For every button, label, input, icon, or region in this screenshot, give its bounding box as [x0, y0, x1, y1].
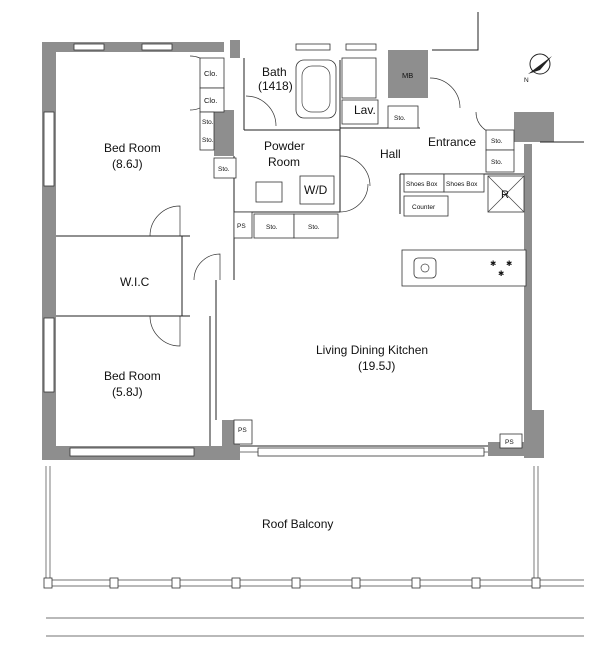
- wd-label: W/D: [304, 183, 328, 197]
- mb-label: MB: [402, 71, 413, 80]
- bed1-name: Bed Room: [104, 141, 161, 155]
- svg-text:✱: ✱: [506, 259, 513, 268]
- shoes1-label: Shoes Box: [406, 181, 438, 188]
- sto-v1-label: Sto.: [202, 119, 214, 126]
- clo2-label: Clo.: [204, 96, 217, 105]
- bathtub: [295, 59, 337, 119]
- svg-text:✱: ✱: [490, 259, 497, 268]
- powder-line2: Room: [268, 155, 300, 169]
- north-arrow-icon: N: [524, 53, 552, 84]
- balcony-label: Roof Balcony: [262, 517, 333, 531]
- shoes2-label: Shoes Box: [446, 181, 478, 188]
- roof-balcony-rail: [43, 466, 584, 637]
- sto-pw1-label: Sto.: [266, 224, 278, 231]
- bath-size: (1418): [258, 79, 293, 93]
- sto-ent2-label: Sto.: [491, 159, 503, 166]
- lav-label: Lav.: [354, 103, 376, 117]
- sto-v2-label: Sto.: [202, 137, 214, 144]
- sto-ent1-label: Sto.: [491, 138, 503, 145]
- ldk-name: Living Dining Kitchen: [316, 343, 428, 357]
- clo1-label: Clo.: [204, 69, 217, 78]
- sto-bed-label: Sto.: [218, 166, 230, 173]
- entrance-label: Entrance: [428, 135, 476, 149]
- bed2-name: Bed Room: [104, 369, 161, 383]
- sto-pw2-label: Sto.: [308, 224, 320, 231]
- stove-burners: ✱ ✱ ✱: [490, 259, 513, 278]
- bed1-size: (8.6J): [112, 157, 143, 171]
- hall-label: Hall: [380, 147, 401, 161]
- wic-label: W.I.C: [120, 275, 150, 289]
- counter-label: Counter: [412, 204, 436, 211]
- bed2-size: (5.8J): [112, 385, 143, 399]
- ps2-label: PS: [238, 427, 247, 434]
- svg-text:✱: ✱: [498, 269, 505, 278]
- sto-lav-label: Sto.: [394, 115, 406, 122]
- ps1-label: PS: [237, 223, 246, 230]
- compass-label: N: [524, 77, 529, 84]
- ps3-label: PS: [505, 439, 514, 446]
- bath-name: Bath: [262, 65, 287, 79]
- powder-line1: Powder: [264, 139, 305, 153]
- ldk-size: (19.5J): [358, 359, 395, 373]
- storage-units: [199, 57, 527, 449]
- adjacent-outline: [432, 12, 479, 51]
- r-label: R: [501, 189, 509, 201]
- sink-fixtures: [255, 175, 437, 279]
- windows: [43, 43, 485, 457]
